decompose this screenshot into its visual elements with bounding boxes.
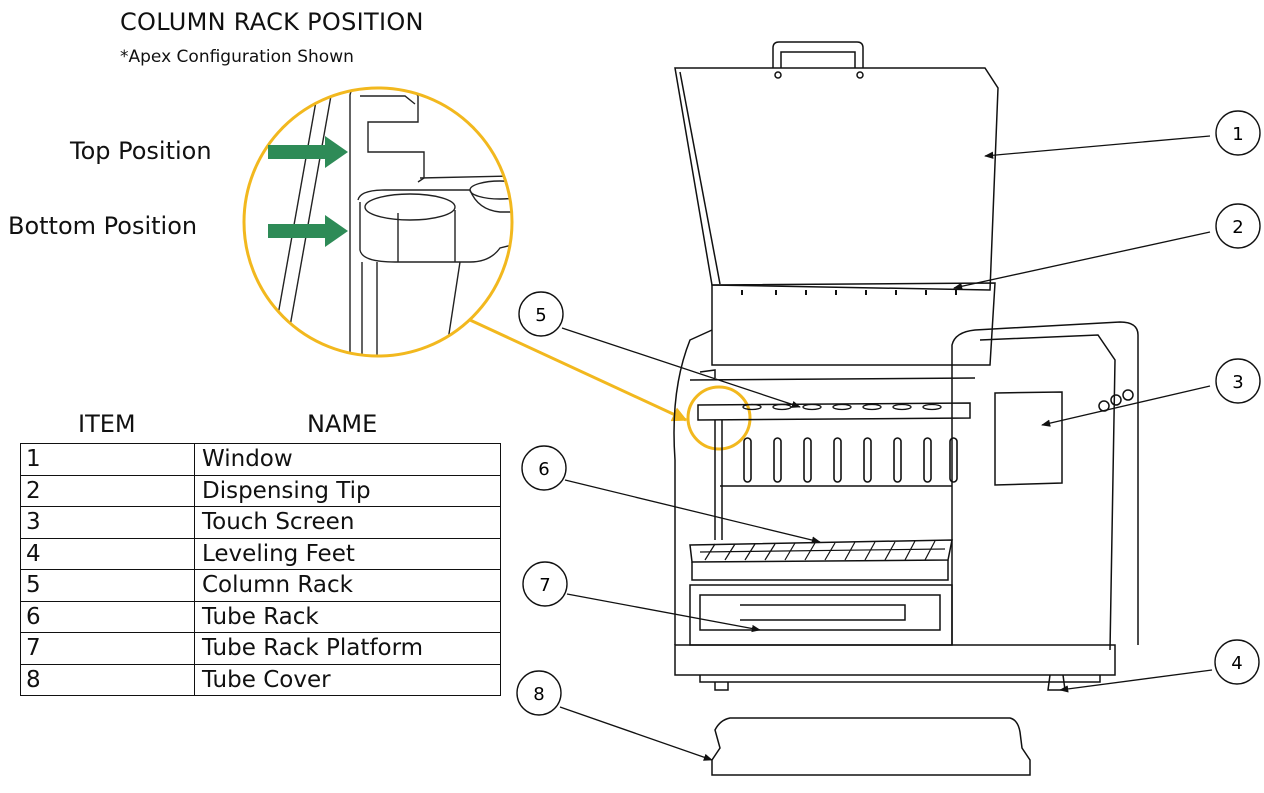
legend-item-name: Dispensing Tip	[194, 474, 501, 507]
callout-6: 6	[521, 445, 567, 491]
callout-7: 7	[522, 561, 568, 607]
legend-item-number: 4	[20, 537, 195, 570]
callout-number: 6	[538, 459, 549, 480]
callout-number: 1	[1232, 124, 1243, 145]
callout-number: 4	[1231, 653, 1242, 674]
callout-8: 8	[516, 670, 562, 716]
legend-item-number: 5	[20, 569, 195, 602]
callout-number: 2	[1232, 217, 1243, 238]
callout-number: 5	[535, 305, 546, 326]
legend-item-name: Tube Rack Platform	[194, 632, 501, 665]
callout-number: 3	[1232, 372, 1243, 393]
bottom-position-label: Bottom Position	[8, 212, 198, 240]
legend-name-header: NAME	[307, 410, 378, 438]
legend-item-header: ITEM	[78, 410, 136, 438]
callout-3: 3	[1215, 358, 1261, 404]
legend-item-name: Tube Cover	[194, 663, 501, 696]
callout-number: 7	[539, 575, 550, 596]
callout-5: 5	[518, 291, 564, 337]
legend-item-number: 3	[20, 506, 195, 539]
legend-item-name: Window	[194, 443, 501, 476]
zoom-source-circle	[686, 385, 752, 451]
callout-number: 8	[533, 684, 544, 705]
legend-item-name: Touch Screen	[194, 506, 501, 539]
callout-2: 2	[1215, 203, 1261, 249]
diagram-subtitle: *Apex Configuration Shown	[120, 47, 354, 67]
diagram-title: COLUMN RACK POSITION	[120, 8, 424, 36]
instrument-body	[673, 41, 1139, 776]
zoom-connector-line	[469, 318, 688, 422]
legend-item-name: Leveling Feet	[194, 537, 501, 570]
legend-item-number: 8	[20, 663, 195, 696]
leader-lines	[559, 135, 1213, 761]
bottom-position-arrow-icon	[268, 215, 348, 247]
inset-zoom	[242, 86, 514, 358]
callout-4: 4	[1214, 639, 1260, 685]
legend-item-name: Tube Rack	[194, 600, 501, 633]
top-position-label: Top Position	[70, 137, 212, 165]
callout-1: 1	[1215, 110, 1261, 156]
top-position-arrow-icon	[268, 136, 348, 168]
